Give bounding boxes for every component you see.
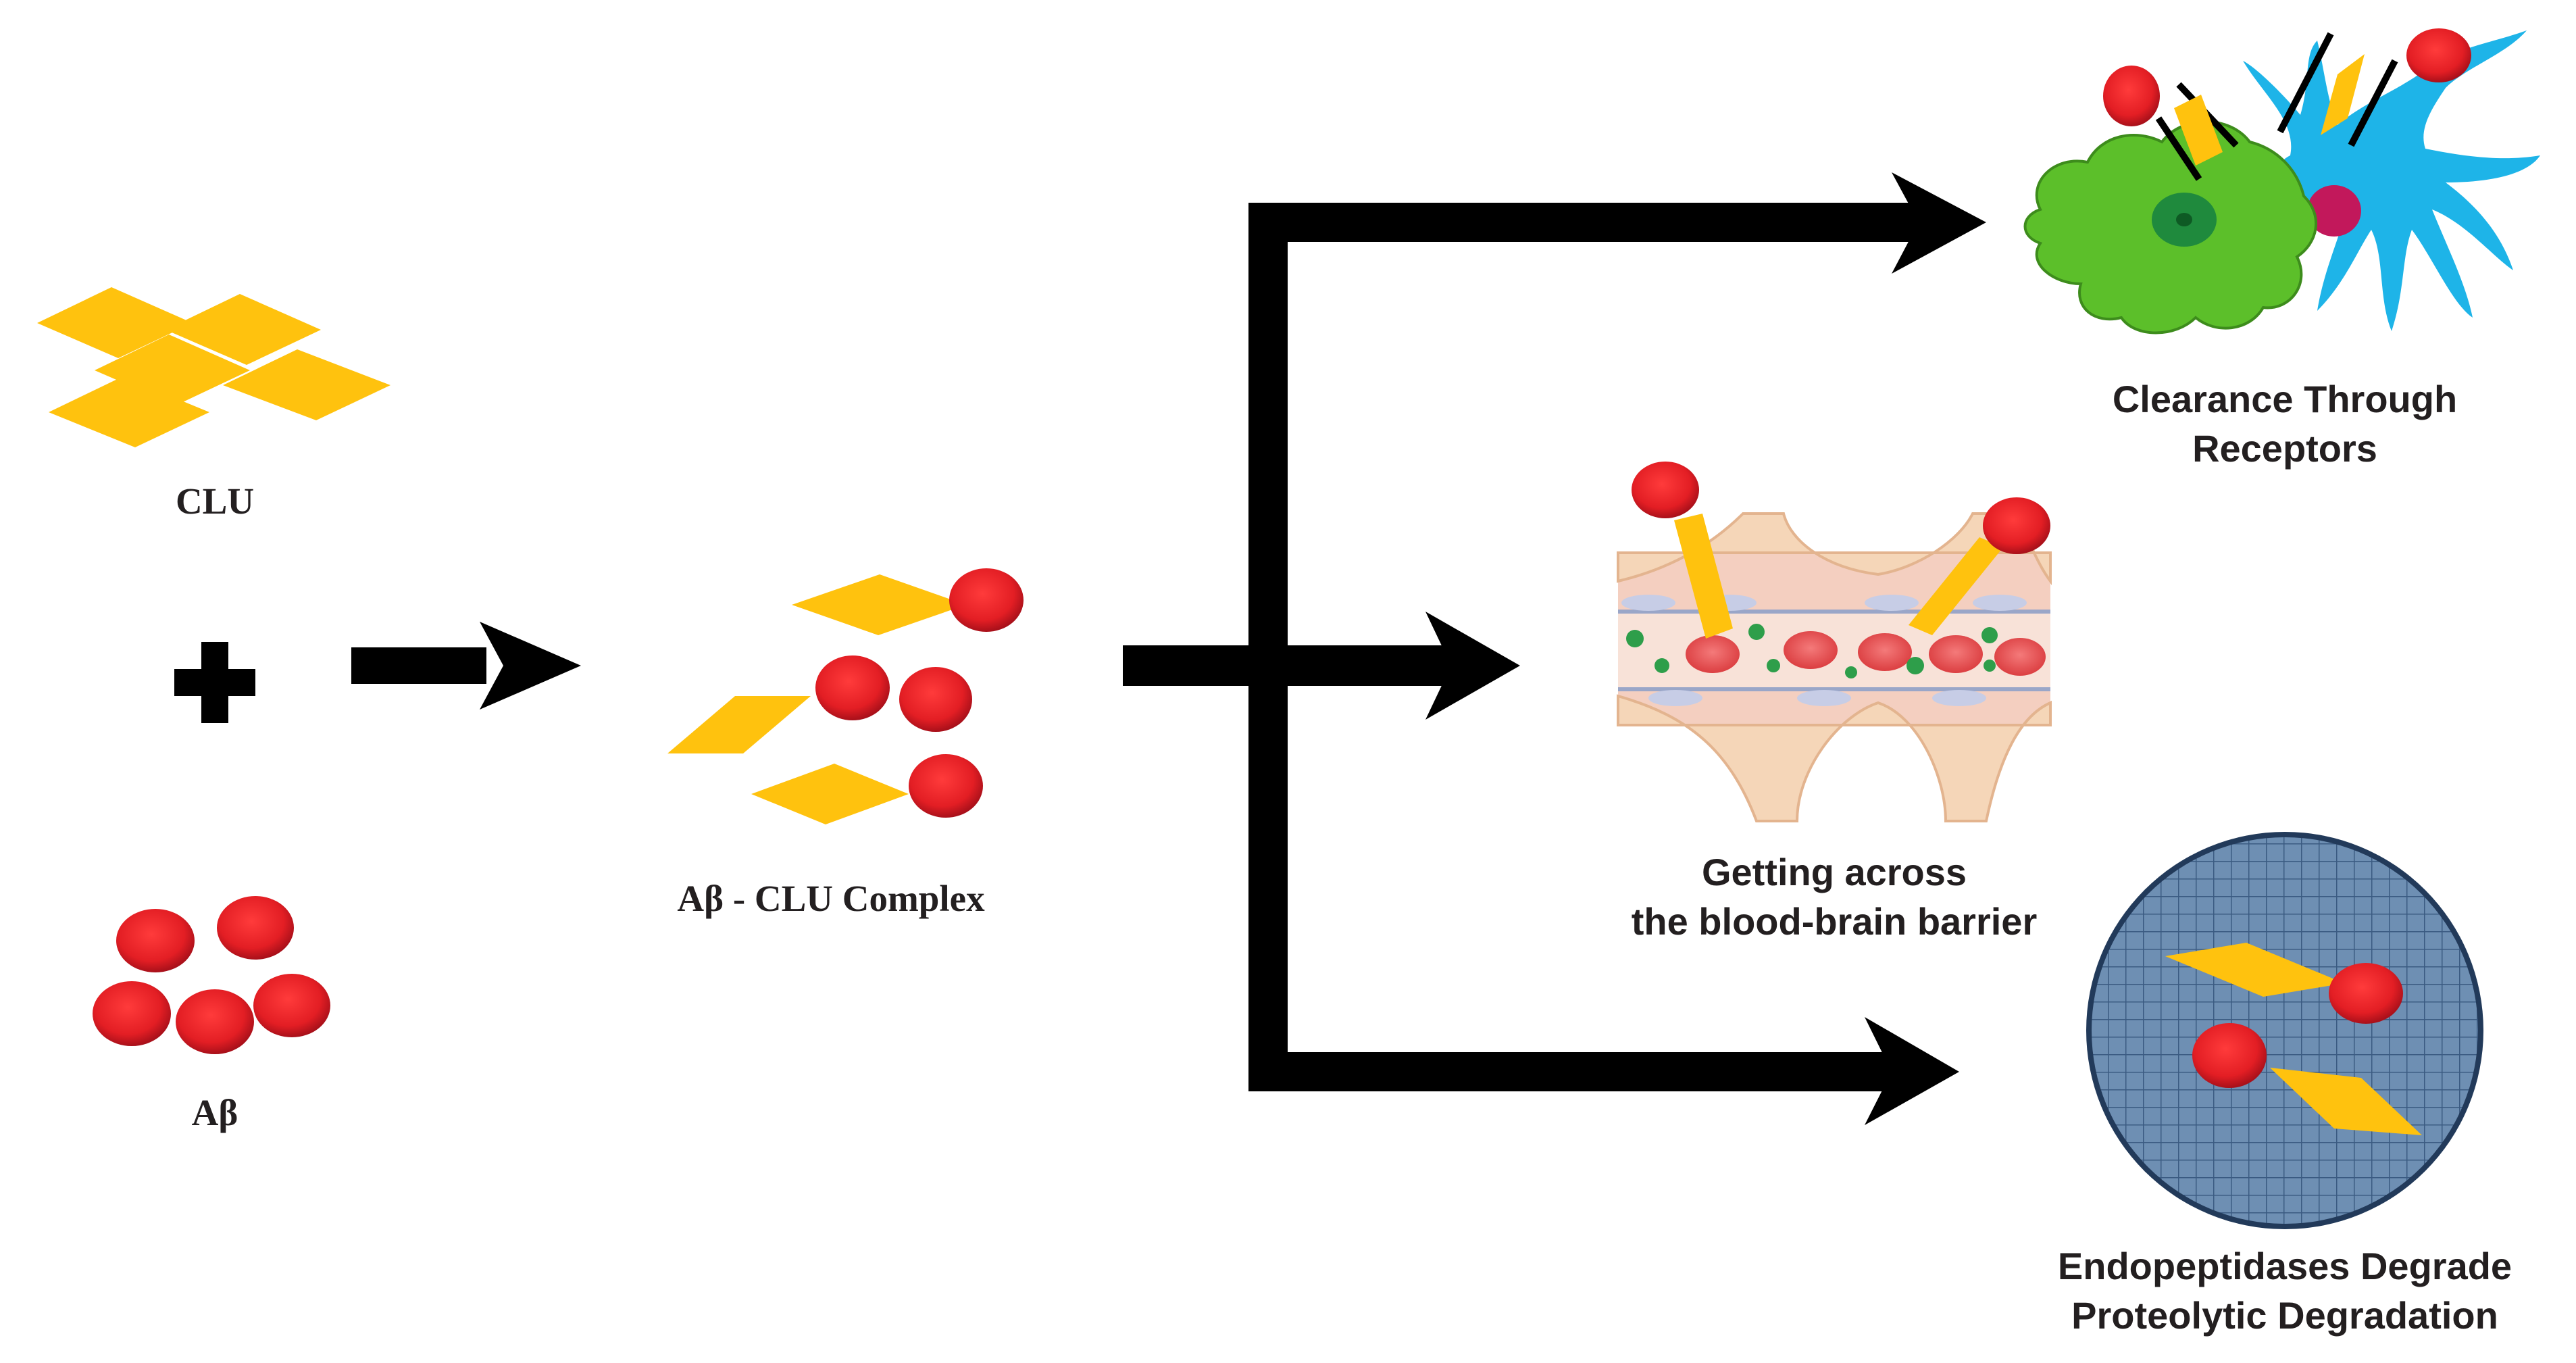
abeta-cluster	[93, 896, 330, 1054]
astrocyte-nucleus	[2307, 185, 2361, 237]
astrocyte-endfoot	[1617, 694, 2052, 822]
clu-rhombus	[2174, 95, 2223, 166]
bbb-label-line2: the blood-brain barrier	[1632, 900, 2038, 943]
green-particle	[1655, 658, 1669, 673]
clu-rhombus	[2165, 943, 2344, 997]
clu-rhombus	[1909, 537, 2003, 635]
green-particle	[1626, 630, 1644, 647]
clu-rhombus	[49, 376, 209, 447]
dish-grid	[2092, 837, 2478, 1224]
abeta-label: Aβ	[192, 1092, 238, 1133]
clu-rhombus	[1674, 514, 1733, 639]
arrow-to-clearance	[1892, 172, 1986, 274]
clu-rhombus	[166, 294, 321, 365]
clu-rhombus	[223, 349, 390, 420]
complex-label: Aβ - CLU Complex	[677, 878, 985, 919]
green-particle	[1981, 627, 1998, 643]
endothelial-cell	[1973, 595, 2027, 611]
clu-rhombus	[751, 764, 909, 824]
clu-rhombus	[667, 696, 811, 753]
abeta-droplet	[909, 754, 983, 818]
endothelial-cell	[1865, 595, 1919, 611]
endothelial-cell	[1797, 690, 1851, 706]
clu-rhombus	[2270, 1068, 2422, 1135]
abeta-droplet	[217, 896, 294, 960]
clearance-label-line1: Clearance Through	[2113, 378, 2457, 420]
receptor-line	[2277, 32, 2334, 134]
green-particle	[1748, 624, 1765, 640]
petri-dish-illustration	[2086, 832, 2483, 1229]
abeta-droplet	[2406, 28, 2471, 82]
clearance-label-line2: Receptors	[2192, 427, 2377, 470]
bbb-label-line1: Getting across	[1702, 851, 1967, 893]
abeta-droplet	[899, 667, 972, 732]
endothelial-cell	[1621, 595, 1675, 611]
abeta-droplet	[93, 981, 171, 1046]
abeta-droplet	[2329, 963, 2403, 1024]
receptor-line	[2155, 116, 2202, 181]
branch-arrows	[1123, 172, 1986, 1125]
green-particle	[1845, 666, 1857, 678]
abeta-droplet	[1983, 497, 2050, 554]
blood-vessel-illustration	[1617, 462, 2052, 822]
endothelial-cell	[1648, 690, 1702, 706]
abeta-droplet	[2192, 1023, 2267, 1088]
abeta-droplet	[815, 655, 890, 720]
red-blood-cell	[1686, 635, 1740, 673]
abeta-droplet	[1632, 462, 1699, 518]
abeta-droplet	[116, 909, 195, 972]
green-particle	[1984, 660, 1996, 672]
red-blood-cell	[1858, 633, 1912, 671]
degradation-label-line2: Proteolytic Degradation	[2071, 1294, 2498, 1337]
microglia-nucleolus	[2176, 213, 2192, 226]
abeta-clu-complex	[667, 568, 1024, 824]
astrocyte-cell	[2243, 30, 2540, 331]
combine-arrow	[351, 622, 581, 710]
red-blood-cell	[1784, 631, 1838, 669]
clu-rhombus	[37, 287, 193, 358]
abeta-droplet	[2103, 66, 2160, 126]
red-blood-cell	[1994, 638, 2046, 676]
green-particle	[1767, 659, 1780, 672]
red-blood-cell	[1929, 635, 1983, 673]
abeta-droplet	[949, 568, 1024, 632]
clu-cluster	[37, 287, 390, 447]
clu-rhombus	[792, 574, 966, 635]
clu-rhombus	[95, 334, 250, 405]
arrow-to-bbb	[1425, 612, 1520, 720]
arrow-to-degradation	[1865, 1017, 1959, 1125]
degradation-label-line1: Endopeptidases Degrade	[2058, 1245, 2512, 1287]
endothelial-cell	[1932, 690, 1986, 706]
clu-label: CLU	[176, 480, 254, 522]
glia-cells-illustration	[2023, 28, 2540, 334]
green-particle	[1906, 657, 1924, 674]
abeta-droplet	[253, 974, 330, 1037]
abeta-droplet	[176, 989, 254, 1054]
clu-rhombus	[2321, 54, 2365, 135]
plus-icon	[174, 642, 255, 723]
receptor-line	[2348, 59, 2398, 147]
